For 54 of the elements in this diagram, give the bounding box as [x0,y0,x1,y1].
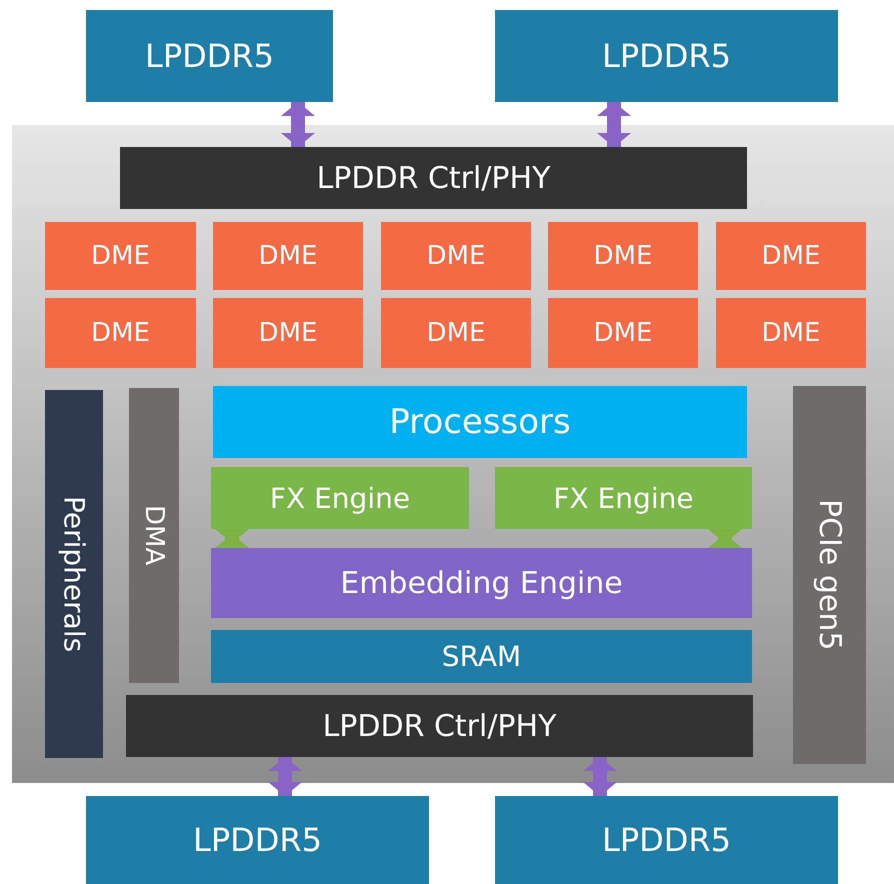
engine-box [213,298,363,368]
box-label: LPDDR5 [602,37,731,75]
double-arrow [215,529,249,548]
box-label: DME [91,318,150,348]
double-arrow [597,102,631,147]
engine-box [381,298,531,368]
box-label: DME [91,241,150,271]
controller-box [126,695,753,757]
engine-box [213,222,363,290]
engine-box [495,467,752,529]
box-label: DME [258,241,318,271]
box-label: Peripherals [58,496,90,652]
engine-box [45,298,196,368]
box-label: PCIe gen5 [812,499,847,651]
box-label: FX Engine [270,482,410,514]
box-label: LPDDR5 [602,821,731,859]
box-label: Processors [389,402,571,442]
box-label: Embedding Engine [340,566,623,600]
double-arrow [708,529,742,548]
box-label: DME [762,241,820,271]
box-label: LPDDR Ctrl/PHY [316,160,550,196]
double-arrow [281,102,315,147]
box-label: SRAM [442,640,522,673]
box-label: DME [426,241,486,271]
engine-box [381,222,531,290]
engine-box [548,222,698,290]
box-label: DME [594,318,652,348]
memory-box [211,630,752,683]
double-arrow [583,757,617,796]
box-label: LPDDR5 [193,821,322,859]
interface-box [793,386,866,764]
engine-box [548,298,698,368]
engine-box [716,222,866,290]
dma-box [129,388,179,683]
box-label: LPDDR5 [145,37,274,75]
box-label: DMA [139,505,169,566]
box-label: DME [762,318,820,348]
box-label: FX Engine [553,482,694,514]
memory-box [86,796,429,884]
box-label: DME [594,241,652,271]
engine-box [45,222,196,290]
box-label: LPDDR Ctrl/PHY [322,708,556,744]
memory-box [86,10,333,102]
engine-box [211,467,469,529]
controller-box [120,147,747,209]
processor-box [213,386,747,458]
double-arrow [268,757,302,796]
box-label: DME [426,318,486,348]
engine-box [211,548,752,618]
memory-box [495,10,838,102]
memory-box [495,796,838,884]
peripherals-box [45,390,103,758]
engine-box [716,298,866,368]
box-label: DME [258,318,318,348]
